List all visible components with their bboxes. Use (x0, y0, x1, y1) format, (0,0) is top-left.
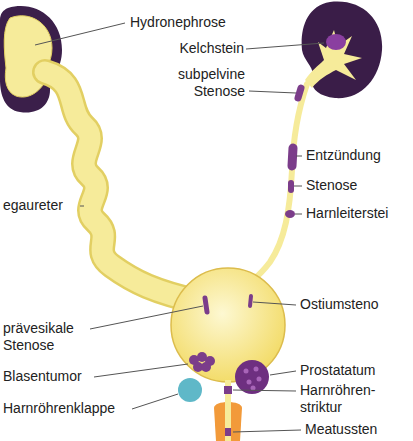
label-text: Entzündung (306, 147, 381, 164)
urethra (225, 380, 231, 441)
prostate-tumor-dots (244, 367, 262, 391)
urethral-valve (178, 378, 202, 402)
label-text: subpelvine Stenose (155, 66, 245, 100)
bladder-tumor (189, 352, 215, 372)
label-text: Ostiumsteno (300, 296, 379, 313)
ureter-stone (285, 210, 295, 218)
prevesical-stenosis (205, 298, 207, 312)
label-text: Stenose (306, 177, 357, 194)
right-ureter (254, 84, 307, 279)
label-text: Kelchstein (160, 40, 244, 57)
left-kidney (0, 6, 62, 112)
calyx-stone (326, 34, 346, 50)
label-text: Prostatatum (300, 362, 375, 379)
label-text: egaureter (3, 197, 63, 214)
label-text: prävesikale Stenose (3, 320, 87, 354)
label-text: Harnröhren- striktur (300, 382, 400, 416)
megaureter-outline (45, 72, 200, 302)
megaureter (45, 72, 200, 302)
label-text: Blasentumor (3, 368, 82, 385)
prostate-tumor (235, 360, 269, 394)
label-text: Harnröhrenklappe (3, 400, 115, 417)
meatal-stenosis (225, 428, 231, 436)
right-kidney (302, 2, 382, 99)
bladder (171, 268, 285, 382)
stenosis (288, 183, 294, 190)
inflammation (292, 148, 293, 166)
urethral-stricture (224, 386, 232, 394)
label-text: Hydronephrose (130, 14, 226, 31)
renal-pelvis (305, 30, 362, 88)
label-text: Meatussten (305, 421, 377, 438)
ostium-stenosis (250, 296, 251, 306)
subpelvic-stenosis (298, 88, 301, 98)
label-text: Harnleiterstei (306, 205, 388, 222)
